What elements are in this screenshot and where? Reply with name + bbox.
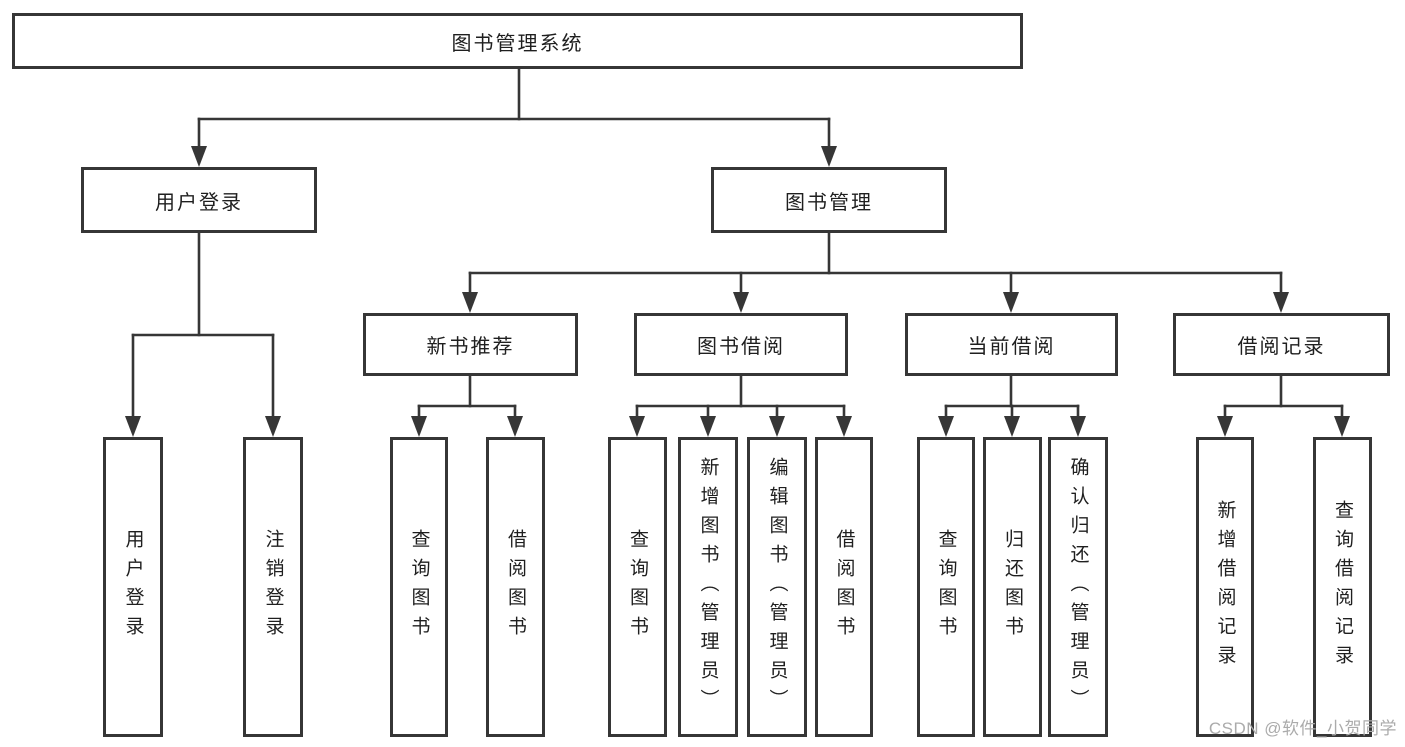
node-current-borrowing: 当前借阅 <box>905 313 1118 376</box>
csdn-watermark: CSDN @软件_小贺同学 <box>1208 719 1397 738</box>
leaf-query-books-recommend: 查询图书 <box>390 437 448 737</box>
arrowhead-down-icon <box>507 416 523 437</box>
arrowhead-down-icon <box>938 416 954 437</box>
arrowhead-down-icon <box>1070 416 1086 437</box>
leaf-add-book-admin: 新增图书（管理员） <box>678 437 738 737</box>
node-book-borrowing: 图书借阅 <box>634 313 848 376</box>
arrowhead-down-icon <box>1003 292 1019 313</box>
leaf-return-book: 归还图书 <box>983 437 1042 737</box>
leaf-query-books-borrow: 查询图书 <box>608 437 667 737</box>
leaf-borrow-books: 借阅图书 <box>815 437 873 737</box>
node-new-book-recommendation: 新书推荐 <box>363 313 578 376</box>
arrowhead-down-icon <box>733 292 749 313</box>
arrowhead-down-icon <box>700 416 716 437</box>
leaf-borrow-books-recommend: 借阅图书 <box>486 437 545 737</box>
leaf-logout: 注销登录 <box>243 437 303 737</box>
node-root-library-management-system: 图书管理系统 <box>12 13 1023 69</box>
arrowhead-down-icon <box>821 146 837 167</box>
arrowhead-down-icon <box>191 146 207 167</box>
arrowhead-down-icon <box>265 416 281 437</box>
leaf-query-books-current: 查询图书 <box>917 437 975 737</box>
node-borrowing-records: 借阅记录 <box>1173 313 1390 376</box>
leaf-user-login: 用户登录 <box>103 437 163 737</box>
node-user-login-branch: 用户登录 <box>81 167 317 233</box>
arrowhead-down-icon <box>629 416 645 437</box>
arrowhead-down-icon <box>769 416 785 437</box>
arrowhead-down-icon <box>836 416 852 437</box>
node-book-management-branch: 图书管理 <box>711 167 947 233</box>
arrowhead-down-icon <box>1273 292 1289 313</box>
arrowhead-down-icon <box>1334 416 1350 437</box>
leaf-query-borrow-record: 查询借阅记录 <box>1313 437 1372 737</box>
arrowhead-down-icon <box>125 416 141 437</box>
leaf-edit-book-admin: 编辑图书（管理员） <box>747 437 807 737</box>
arrowhead-down-icon <box>1217 416 1233 437</box>
arrowhead-down-icon <box>462 292 478 313</box>
arrowhead-down-icon <box>1004 416 1020 437</box>
leaf-confirm-return-admin: 确认归还（管理员） <box>1048 437 1108 737</box>
leaf-add-borrow-record: 新增借阅记录 <box>1196 437 1254 737</box>
arrowhead-down-icon <box>411 416 427 437</box>
